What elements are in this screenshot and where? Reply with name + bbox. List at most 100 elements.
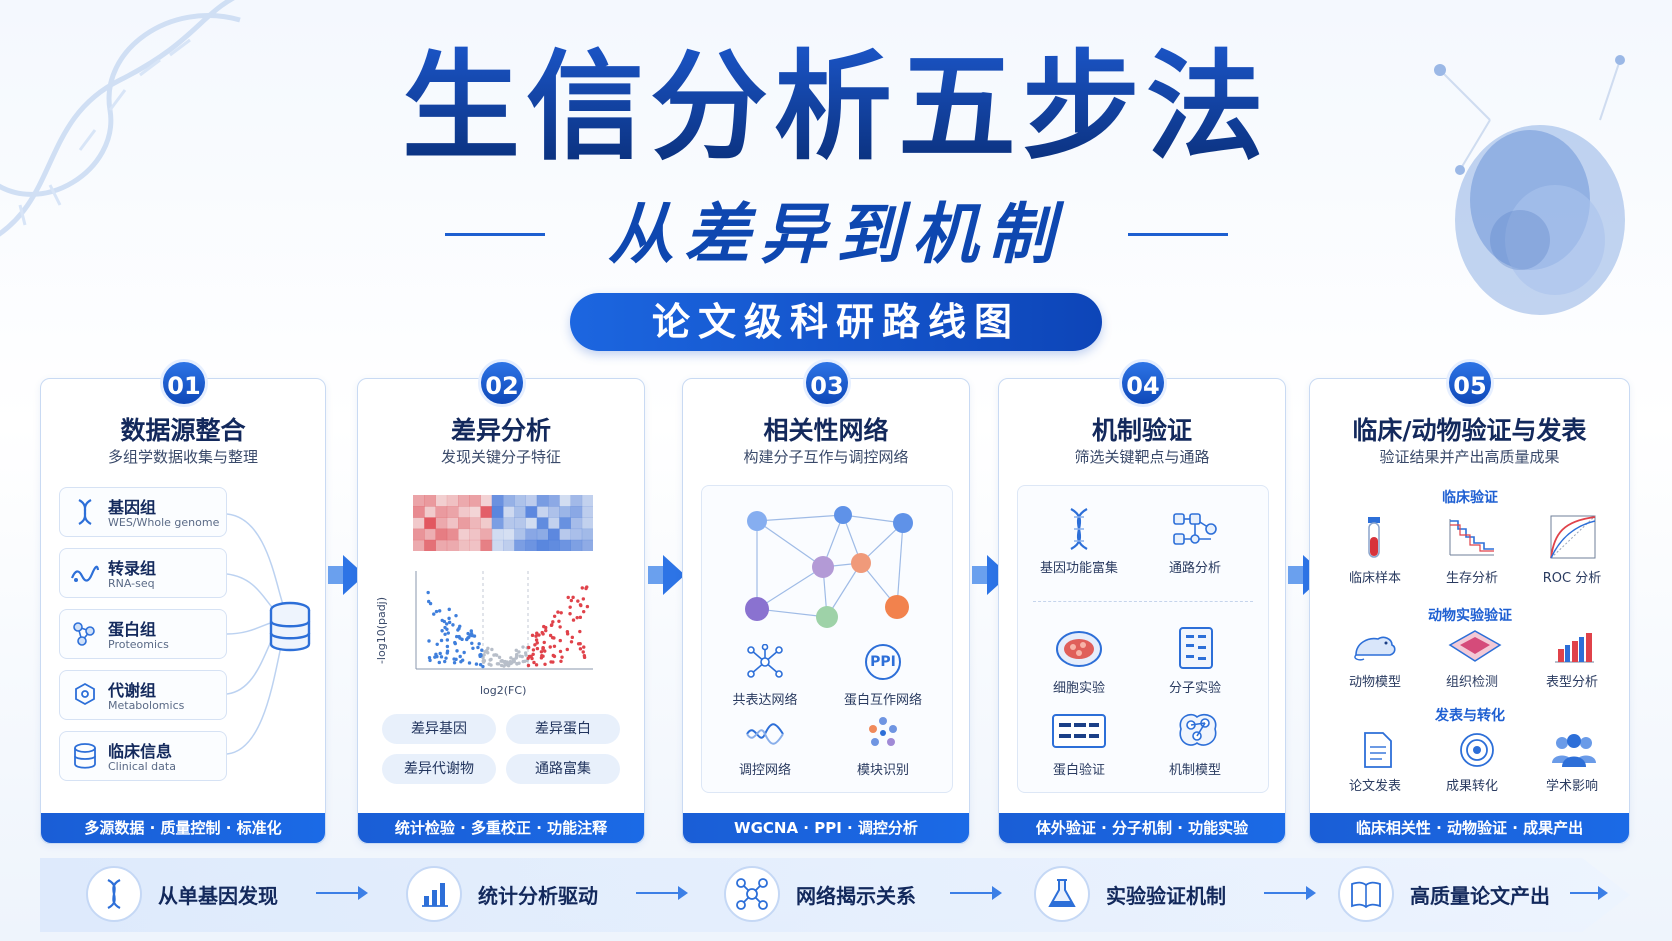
heatmap-cell xyxy=(548,506,560,518)
heatmap-cell xyxy=(525,506,538,518)
volcano-point xyxy=(440,629,444,633)
heatmap-cell xyxy=(536,506,549,518)
volcano-point xyxy=(532,660,536,665)
heatmap-cell xyxy=(491,539,504,551)
volcano-point xyxy=(488,658,492,662)
pill-pathway: 通路富集 xyxy=(506,754,620,784)
volcano-point xyxy=(581,609,586,614)
volcano-point xyxy=(558,649,563,654)
tissue-slide-icon xyxy=(1448,630,1502,662)
heatmap-cell xyxy=(503,506,515,518)
volcano-point xyxy=(427,656,432,660)
heatmap-cell xyxy=(446,517,459,530)
volcano-point xyxy=(476,645,480,650)
volcano-point xyxy=(445,622,449,626)
source-name: 蛋白组 xyxy=(108,620,157,639)
volcano-point xyxy=(433,655,437,659)
heatmap-cell xyxy=(548,495,560,507)
heatmap-cell xyxy=(480,495,493,507)
volcano-point xyxy=(437,660,441,665)
volcano-point xyxy=(452,661,457,665)
volcano-point xyxy=(514,648,518,652)
volcano-point xyxy=(530,656,534,661)
heatmap-cell xyxy=(536,539,549,551)
bar-chart-icon xyxy=(422,883,448,907)
volcano-point xyxy=(578,615,583,620)
volcano-point xyxy=(437,609,442,613)
volcano-point xyxy=(443,632,447,637)
volcano-point xyxy=(477,642,481,646)
source-en: Metabolomics xyxy=(108,699,185,712)
volcano-point xyxy=(543,662,547,666)
source-proteome: 蛋白组 Proteomics xyxy=(59,609,227,659)
volcano-point xyxy=(434,609,439,614)
heatmap-cell xyxy=(413,506,425,518)
volcano-point xyxy=(474,662,479,666)
volcano-point xyxy=(539,650,544,654)
volcano-point xyxy=(447,616,451,621)
volcano-point xyxy=(579,603,583,608)
step-card-3: 03 相关性网络 构建分子互作与调控网络 PPI 共表达网络 蛋白互作网络 调控… xyxy=(682,359,970,844)
volcano-point xyxy=(558,625,562,629)
item-label: 基因功能富集 xyxy=(1039,561,1118,576)
heatmap-cell xyxy=(480,506,493,518)
volcano-point xyxy=(432,612,436,616)
volcano-point xyxy=(549,660,553,664)
volcano-point xyxy=(502,660,506,664)
heatmap-cell xyxy=(503,495,515,507)
volcano-point xyxy=(490,647,494,652)
heatmap-cell xyxy=(514,517,526,530)
heatmap-cell xyxy=(413,495,425,507)
step-subtitle: 多组学数据收集与整理 xyxy=(107,448,258,466)
step-subtitle: 筛选关键靶点与通路 xyxy=(1074,448,1210,466)
roadmap-badge: 论文级科研路线图 xyxy=(570,293,1102,351)
volcano-point xyxy=(517,650,521,654)
volcano-point xyxy=(428,601,433,606)
volcano-point xyxy=(544,628,548,633)
volcano-point xyxy=(455,649,459,653)
volcano-point xyxy=(552,614,557,618)
heatmap-cell xyxy=(525,528,538,541)
heatmap-cell xyxy=(559,506,571,518)
flow-arrow xyxy=(950,886,1002,900)
volcano-point xyxy=(459,659,463,664)
volcano-point xyxy=(566,595,570,600)
heatmap-cell xyxy=(503,539,515,551)
flask-icon xyxy=(1048,879,1076,907)
volcano-point xyxy=(454,613,458,618)
step-subtitle: 验证结果并产出高质量成果 xyxy=(1379,448,1560,466)
module-icon xyxy=(869,717,897,746)
volcano-point xyxy=(471,646,475,650)
heatmap-cell xyxy=(458,506,470,518)
step-arrow-shaft xyxy=(648,566,664,584)
subtitle-left-line xyxy=(445,233,545,236)
heatmap-cell xyxy=(503,517,515,530)
volcano-point xyxy=(575,615,579,620)
step-card-2: 02 差异分析 发现关键分子特征 log2(FC) -log10(padj) 差… xyxy=(357,359,645,844)
heatmap-cell xyxy=(559,539,571,551)
heatmap-cell xyxy=(536,495,549,507)
mouse-icon xyxy=(1354,636,1396,661)
volcano-point xyxy=(502,664,506,668)
volcano-point xyxy=(570,635,575,640)
source-metabolome: 代谢组 Metabolomics xyxy=(59,670,227,720)
volcano-point xyxy=(565,647,569,652)
item-label: ROC 分析 xyxy=(1542,571,1602,586)
volcano-point xyxy=(515,662,519,666)
heatmap-cell xyxy=(458,495,470,507)
volcano-point xyxy=(540,653,544,658)
volcano-point xyxy=(542,624,546,629)
volcano-point xyxy=(495,662,500,666)
volcano-point xyxy=(483,650,487,654)
flow-step-1-circle xyxy=(86,866,142,922)
volcano-point xyxy=(571,618,576,622)
section-label: 临床验证 xyxy=(1442,490,1498,506)
source-en: WES/Whole genome xyxy=(108,516,220,529)
volcano-xlabel: log2(FC) xyxy=(480,684,527,697)
volcano-point xyxy=(565,630,570,634)
heatmap-cell xyxy=(548,517,560,530)
heatmap-cell xyxy=(536,528,549,541)
volcano-point xyxy=(481,656,485,660)
volcano-point xyxy=(548,645,552,649)
dna-decoration xyxy=(0,0,241,237)
